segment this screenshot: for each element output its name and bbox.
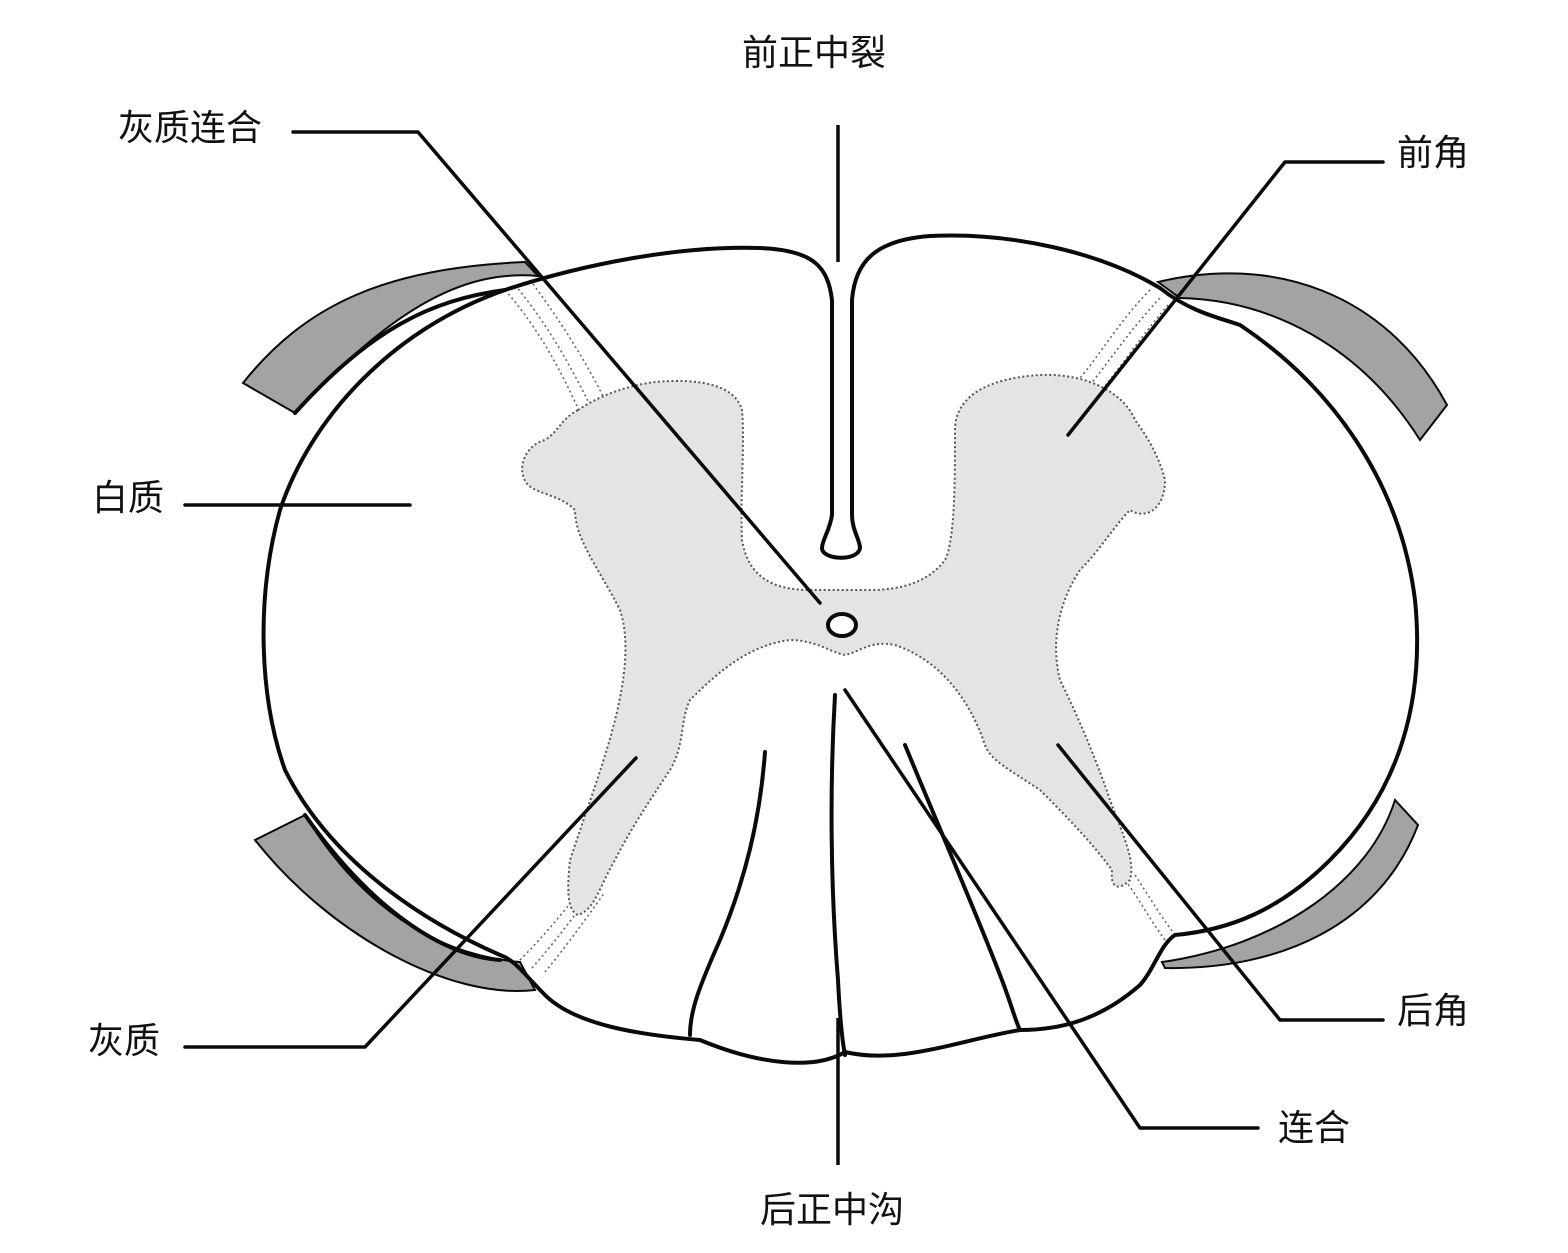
cord-outline (261, 233, 1420, 1065)
labels: 前正中裂 灰质连合 前角 白质 灰质 后角 连合 后正中沟 (88, 33, 1469, 1231)
posterior-septa (688, 693, 1022, 1057)
root-band-lower-left (253, 813, 537, 992)
central-canal (826, 612, 858, 638)
left-lower-root-inner (303, 813, 502, 962)
root-band-upper-left (241, 260, 541, 415)
label-anterior-horn: 前角 (1397, 133, 1469, 174)
leader-gray-commissure (291, 130, 822, 605)
root-band-upper-right (1155, 272, 1449, 442)
label-white-matter: 白质 (92, 478, 164, 519)
nerve-root-bands (241, 260, 1449, 992)
leader-posterior-horn (1056, 743, 1385, 1022)
label-posterior-horn: 后角 (1397, 991, 1469, 1032)
label-gray-commissure: 灰质连合 (118, 108, 262, 149)
leader-lines (183, 130, 1385, 1130)
label-posterior-median-sulcus: 后正中沟 (760, 1190, 904, 1231)
gray-matter-shape (521, 373, 1167, 917)
leader-gray-matter (183, 756, 638, 1049)
label-gray-matter: 灰质 (88, 1021, 160, 1062)
label-commissure: 连合 (1278, 1108, 1350, 1149)
root-band-lower-right (1160, 798, 1420, 970)
leader-commissure (843, 688, 1260, 1130)
label-anterior-median-fissure: 前正中裂 (742, 33, 886, 74)
leader-anterior-horn (1066, 160, 1385, 437)
left-upper-root-inner (293, 288, 507, 415)
